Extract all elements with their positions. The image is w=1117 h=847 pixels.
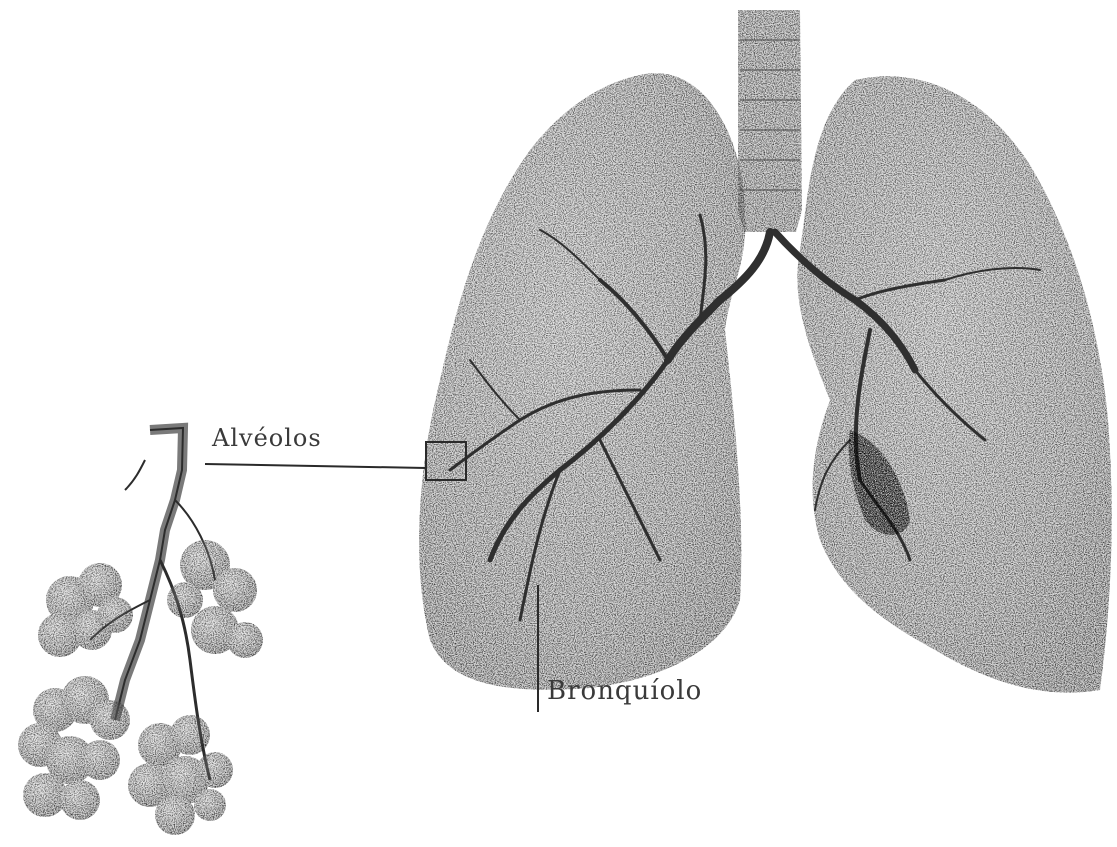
right-lung [419, 73, 745, 690]
alveoli-cluster [18, 428, 263, 835]
bronchiole-label: Bronquíolo [547, 676, 702, 706]
trachea [738, 10, 802, 232]
alveoli-label: Alvéolos [212, 424, 322, 452]
left-lung [797, 76, 1111, 692]
alveoli-leader-line [205, 464, 426, 468]
